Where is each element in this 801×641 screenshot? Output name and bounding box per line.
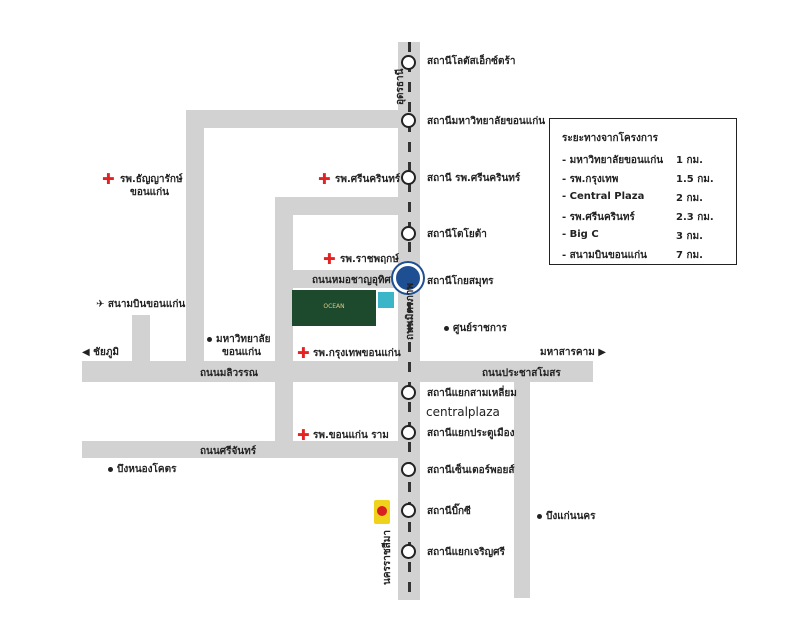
dot-icon <box>444 326 449 331</box>
road-label-mittraphap: ถนนมิตรภาพ <box>405 283 416 340</box>
place-bueng-nong: บึงหนองโคตร <box>117 464 177 475</box>
station-label: สถานีบิ๊กซี <box>427 506 471 517</box>
road-east <box>514 382 530 598</box>
road-inner <box>275 197 293 457</box>
legend-title: ระยะทางจากโครงการ <box>562 133 658 144</box>
road-label-south: นครราชสีมา <box>382 530 393 585</box>
hospital-icon: ✚ <box>102 170 115 188</box>
place-govt: ศูนย์ราชการ <box>453 323 507 334</box>
place-khonkaen-ram: รพ.ขอนแก่น ราม <box>313 430 389 441</box>
place-ratchaphruek: รพ.ราชพฤกษ์ <box>340 254 399 265</box>
road-srichan <box>82 441 400 458</box>
dot-icon <box>108 467 113 472</box>
project-logo: OCEAN <box>292 290 376 326</box>
place-thanya-line2: ขอนแก่น <box>130 187 170 198</box>
location-pin-icon <box>378 292 394 308</box>
hospital-icon: ✚ <box>318 170 331 188</box>
station-marker <box>401 425 416 440</box>
station-marker <box>401 462 416 477</box>
station-label: สถานีโกยสมุทร <box>427 276 494 287</box>
hospital-icon: ✚ <box>297 344 310 362</box>
direction-west: ◀ ชัยภูมิ <box>82 347 120 358</box>
hospital-icon: ✚ <box>323 250 336 268</box>
station-label: สถานีโลตัสเอ็กซ์ตร้า <box>427 56 516 67</box>
station-label: สถานีโตโยต้า <box>427 229 487 240</box>
direction-east: มหาสารคาม ▶ <box>540 347 606 358</box>
dot-icon <box>537 514 542 519</box>
road-label-srichan: ถนนศรีจันทร์ <box>200 446 257 457</box>
station-label: สถานีแยกสามเหลี่ยม <box>427 388 517 399</box>
rail-line <box>408 42 411 600</box>
central-plaza-logo: centralplaza <box>426 405 500 419</box>
road-label-mor-chan: ถนนหมอชาญอุทิศ <box>312 275 391 286</box>
station-marker <box>401 226 416 241</box>
road-label-maliwan: ถนนมลิวรรณ <box>200 368 259 379</box>
station-label: สถานีแยกเจริญศรี <box>427 547 505 558</box>
place-thanya: รพ.ธัญญารักษ์ <box>120 174 183 185</box>
station-marker <box>401 113 416 128</box>
road-inner-top <box>275 197 400 215</box>
station-marker <box>401 170 416 185</box>
station-marker <box>401 55 416 70</box>
station-marker <box>401 503 416 518</box>
station-label: สถานีเซ็นเตอร์พอยส์ <box>427 465 515 476</box>
road-mor-chan <box>293 270 400 288</box>
road-maliwan <box>82 361 593 382</box>
airplane-icon: ✈ <box>96 299 105 310</box>
bigc-logo <box>374 500 390 524</box>
road-label-prachasamosorn: ถนนประชาสโมสร <box>482 368 561 379</box>
dot-icon <box>207 337 212 342</box>
legend-row: - รพ.ศรีนครินทร์2.3 กม. <box>562 212 714 223</box>
place-university-line2: ขอนแก่น <box>222 347 262 358</box>
place-airport: ✈ สนามบินขอนแก่น <box>96 299 186 310</box>
road-top <box>186 110 400 128</box>
road-left <box>186 110 204 362</box>
place-bueng-kaen: บึงแก่นนคร <box>546 511 596 522</box>
station-label: สถานี รพ.ศรีนครินทร์ <box>427 173 521 184</box>
project-name: OCEAN <box>323 303 345 310</box>
road-airport <box>132 315 150 362</box>
station-marker <box>401 385 416 400</box>
hospital-icon: ✚ <box>297 426 310 444</box>
road-label-north: อุดรธานี <box>395 68 406 105</box>
station-label: สถานีแยกประตูเมือง <box>427 428 515 439</box>
station-marker <box>401 544 416 559</box>
place-srinagarind: รพ.ศรีนครินทร์ <box>335 174 401 185</box>
station-marker-project <box>396 266 420 290</box>
place-university: มหาวิทยาลัย <box>216 334 271 345</box>
place-bangkok-hospital: รพ.กรุงเทพขอนแก่น <box>313 348 401 359</box>
station-label: สถานีมหาวิทยาลัยขอนแก่น <box>427 116 546 127</box>
